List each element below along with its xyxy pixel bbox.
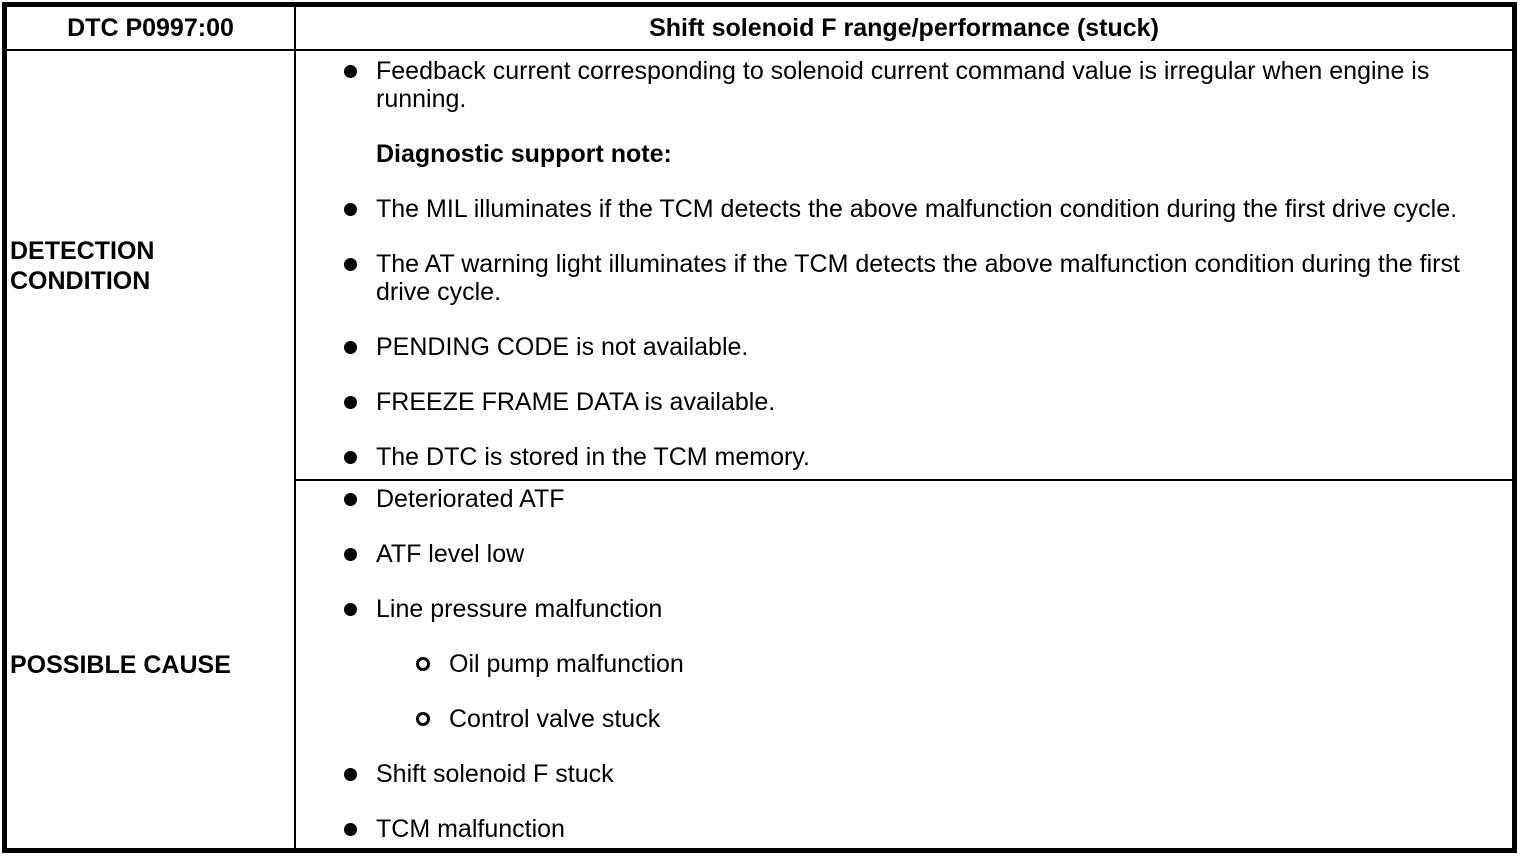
detection-condition-content: Feedback current corresponding to soleno…	[296, 51, 1512, 481]
filled-bullet-icon	[344, 396, 357, 409]
filled-bullet-icon	[344, 451, 357, 464]
item-text: The MIL illuminates if the TCM detects t…	[376, 195, 1458, 223]
filled-bullet-icon	[344, 768, 357, 781]
item-text: Diagnostic support note:	[376, 140, 672, 168]
open-bullet-icon	[416, 657, 430, 671]
possible-cause-label-cell: POSSIBLE CAUSE	[7, 481, 296, 848]
filled-bullet-icon	[344, 341, 357, 354]
bullet-item: The AT warning light illuminates if the …	[296, 250, 1504, 306]
open-bullet-icon	[416, 712, 430, 726]
bullet-item: FREEZE FRAME DATA is available.	[296, 388, 1504, 416]
item-text: Shift solenoid F stuck	[376, 760, 614, 788]
bullet-item: Feedback current corresponding to soleno…	[296, 57, 1504, 113]
item-text: The AT warning light illuminates if the …	[376, 250, 1460, 306]
bullet-item: Deteriorated ATF	[296, 485, 1504, 513]
item-text: Control valve stuck	[449, 705, 661, 733]
detection-condition-label-cell: DETECTION CONDITION	[7, 51, 296, 481]
possible-cause-label: POSSIBLE CAUSE	[10, 650, 231, 679]
item-text: Deteriorated ATF	[376, 485, 565, 513]
note-heading: Diagnostic support note:	[296, 140, 1504, 168]
sub-bullet-item: Control valve stuck	[296, 705, 1504, 733]
dtc-title: Shift solenoid F range/performance (stuc…	[649, 13, 1159, 42]
filled-bullet-icon	[344, 823, 357, 836]
bullet-item: Shift solenoid F stuck	[296, 760, 1504, 788]
item-text: Oil pump malfunction	[449, 650, 684, 678]
filled-bullet-icon	[344, 203, 357, 216]
dtc-code: DTC P0997:00	[67, 13, 234, 42]
detection-condition-label: DETECTION CONDITION	[10, 237, 155, 295]
filled-bullet-icon	[344, 493, 357, 506]
dtc-title-cell: Shift solenoid F range/performance (stuc…	[296, 7, 1512, 51]
item-text: TCM malfunction	[376, 815, 565, 843]
bullet-item: PENDING CODE is not available.	[296, 333, 1504, 361]
filled-bullet-icon	[344, 548, 357, 561]
item-text: ATF level low	[376, 540, 525, 568]
filled-bullet-icon	[344, 603, 357, 616]
bullet-item: The MIL illuminates if the TCM detects t…	[296, 195, 1504, 223]
bullet-item: ATF level low	[296, 540, 1504, 568]
bullet-item: The DTC is stored in the TCM memory.	[296, 443, 1504, 471]
item-text: The DTC is stored in the TCM memory.	[376, 443, 810, 471]
bullet-item: TCM malfunction	[296, 815, 1504, 843]
bullet-item: Line pressure malfunction	[296, 595, 1504, 623]
dtc-code-cell: DTC P0997:00	[7, 7, 296, 51]
item-text: PENDING CODE is not available.	[376, 333, 749, 361]
filled-bullet-icon	[344, 65, 357, 78]
item-text: FREEZE FRAME DATA is available.	[376, 388, 776, 416]
item-text: Line pressure malfunction	[376, 595, 663, 623]
item-text: Feedback current corresponding to soleno…	[376, 57, 1430, 113]
filled-bullet-icon	[344, 258, 357, 271]
sub-bullet-item: Oil pump malfunction	[296, 650, 1504, 678]
